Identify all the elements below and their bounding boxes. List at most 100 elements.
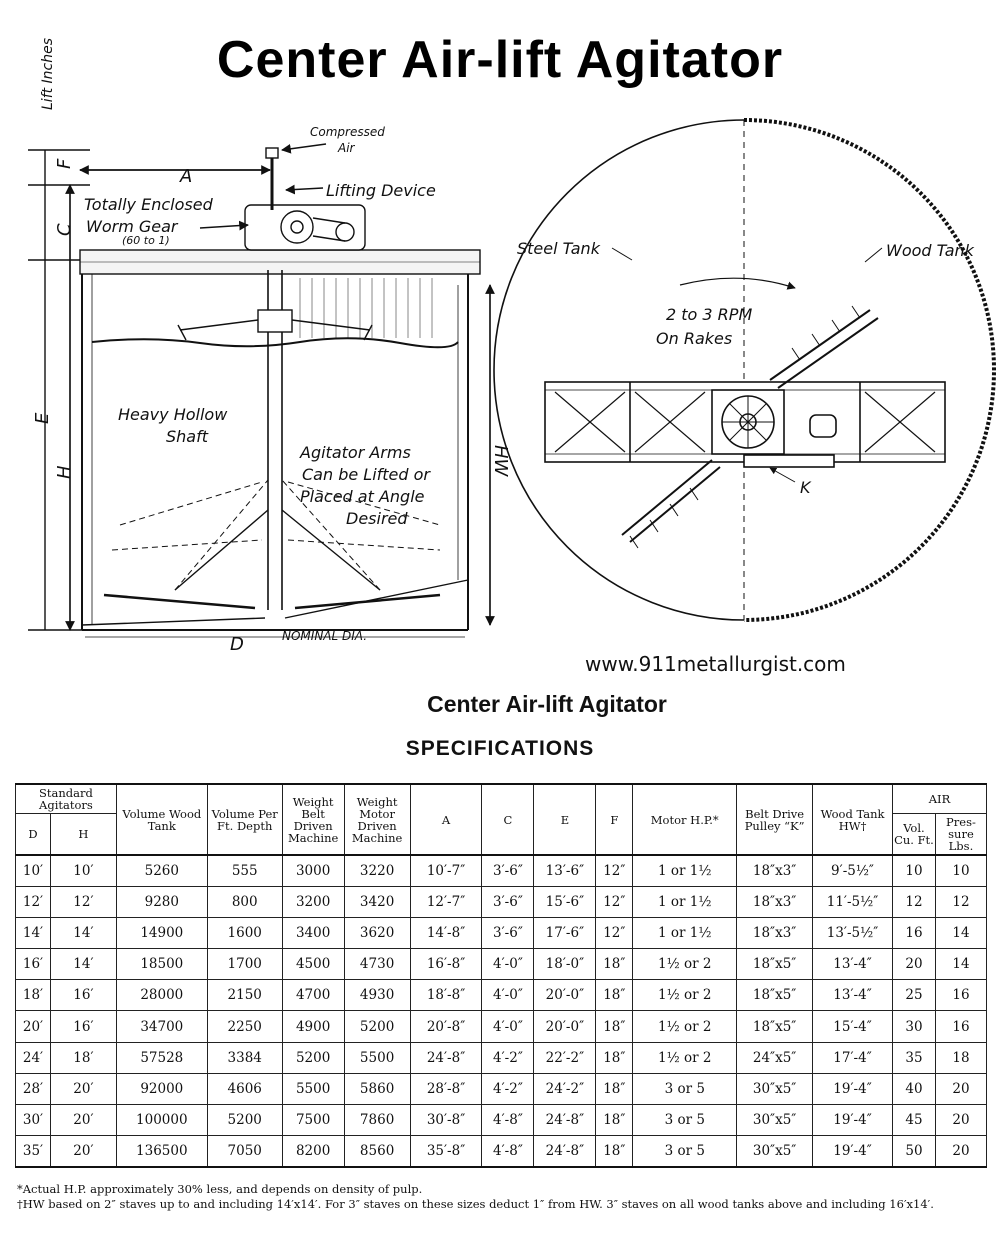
table-cell: 1½ or 2 (632, 979, 738, 1012)
table-cell: 18″x5″ (736, 1010, 814, 1043)
table-cell: 11′-5½″ (812, 885, 893, 918)
side-elevation (28, 143, 495, 638)
table-cell: 35 (891, 1041, 936, 1074)
table-cell: 18″ (595, 1041, 634, 1074)
table-cell: 10′-7″ (409, 853, 483, 887)
table-cell: 16′ (15, 948, 51, 981)
table-cell: 3400 (281, 916, 345, 950)
table-cell: 18″ (595, 1135, 634, 1168)
table-cell: 10′ (15, 853, 51, 887)
table-cell: 1600 (206, 916, 283, 950)
table-cell: 3 or 5 (632, 1072, 738, 1106)
header-motor-hp: Motor H.P.* (632, 783, 738, 856)
header-h: H (49, 813, 117, 856)
svg-text:Worm Gear: Worm Gear (86, 217, 179, 236)
table-cell: 4500 (281, 948, 345, 981)
table-cell: 28′ (15, 1072, 51, 1106)
table-cell: 18″ (595, 1010, 634, 1043)
table-cell: 4730 (343, 948, 411, 981)
svg-text:Steel Tank: Steel Tank (517, 239, 601, 258)
svg-text:Air: Air (337, 141, 356, 155)
svg-text:2 to 3 RPM: 2 to 3 RPM (666, 305, 752, 324)
specifications-table: Standard Agitators Volume Wood Tank Volu… (15, 783, 988, 1168)
table-cell: 40 (891, 1072, 936, 1106)
table-cell: 45 (891, 1103, 936, 1137)
table-cell: 14′-8″ (409, 916, 483, 950)
table-cell: 18′ (49, 1041, 117, 1074)
header-weight-motor: Weight Motor Driven Machine (343, 783, 411, 856)
svg-text:(60 to 1): (60 to 1) (122, 234, 170, 247)
table-cell: 16′ (49, 1010, 117, 1043)
table-cell: 24′-8″ (533, 1103, 597, 1137)
table-cell: 19′-4″ (812, 1135, 893, 1168)
table-cell: 13′-6″ (533, 853, 597, 887)
table-cell: 8560 (343, 1135, 411, 1168)
table-cell: 14′ (49, 948, 117, 981)
header-f: F (595, 783, 634, 856)
table-cell: 4′-0″ (481, 948, 535, 981)
table-cell: 12″ (595, 853, 634, 887)
table-cell: 1 or 1½ (632, 853, 738, 887)
table-cell: 10 (934, 853, 988, 887)
table-cell: 14′ (15, 916, 51, 950)
svg-text:Can be Lifted or: Can be Lifted or (302, 465, 431, 484)
svg-text:Desired: Desired (346, 509, 408, 528)
table-cell: 12 (934, 885, 988, 918)
table-cell: 4606 (206, 1072, 283, 1106)
table-cell: 18″ (595, 1103, 634, 1137)
svg-text:Totally Enclosed: Totally Enclosed (84, 195, 214, 214)
table-cell: 22′-2″ (533, 1041, 597, 1074)
table-cell: 18″ (595, 979, 634, 1012)
table-cell: 7860 (343, 1103, 411, 1137)
table-cell: 16 (891, 916, 936, 950)
table-cell: 3′-6″ (481, 853, 535, 887)
table-cell: 35′-8″ (409, 1135, 483, 1168)
table-cell: 18 (934, 1041, 988, 1074)
table-cell: 19′-4″ (812, 1103, 893, 1137)
table-cell: 5860 (343, 1072, 411, 1106)
website-url: www.911metallurgist.com (585, 652, 846, 676)
footnotes: *Actual H.P. approximately 30% less, and… (17, 1183, 992, 1212)
plan-view (493, 118, 996, 622)
svg-text:A: A (179, 166, 192, 187)
svg-text:Lifting Device: Lifting Device (326, 181, 436, 200)
header-vol-cu-ft: Vol. Cu. Ft. (891, 813, 936, 856)
svg-text:E: E (32, 412, 53, 424)
table-cell: 25 (891, 979, 936, 1012)
lift-inches-label: Lift Inches (40, 37, 56, 110)
table-cell: 12′ (49, 885, 117, 918)
header-volume-per-ft: Volume Per Ft. Depth (206, 783, 283, 856)
table-cell: 1 or 1½ (632, 916, 738, 950)
header-air: AIR (891, 783, 988, 814)
table-cell: 57528 (115, 1041, 208, 1074)
table-cell: 1½ or 2 (632, 1010, 738, 1043)
table-cell: 1½ or 2 (632, 948, 738, 981)
table-cell: 5260 (115, 853, 208, 887)
header-volume-wood-tank: Volume Wood Tank (115, 783, 208, 856)
table-cell: 20′-8″ (409, 1010, 483, 1043)
table-cell: 10 (891, 853, 936, 887)
header-belt-drive: Belt Drive Pulley “K” (736, 783, 814, 856)
svg-text:Placed at Angle: Placed at Angle (300, 487, 425, 506)
table-cell: 20 (934, 1103, 988, 1137)
table-cell: 7050 (206, 1135, 283, 1168)
table-cell: 3 or 5 (632, 1135, 738, 1168)
table-cell: 14900 (115, 916, 208, 950)
section-subtitle: Center Air-lift Agitator (427, 691, 667, 717)
table-cell: 18″x3″ (736, 853, 814, 887)
table-cell: 555 (206, 853, 283, 887)
table-cell: 3000 (281, 853, 345, 887)
header-d: D (15, 813, 51, 856)
table-cell: 4700 (281, 979, 345, 1012)
table-cell: 18′-8″ (409, 979, 483, 1012)
svg-text:D: D (230, 634, 244, 655)
svg-text:H: H (54, 465, 75, 479)
table-cell: 2250 (206, 1010, 283, 1043)
table-cell: 30″x5″ (736, 1103, 814, 1137)
table-cell: 19′-4″ (812, 1072, 893, 1106)
table-cell: 16′ (49, 979, 117, 1012)
table-cell: 24′ (15, 1041, 51, 1074)
